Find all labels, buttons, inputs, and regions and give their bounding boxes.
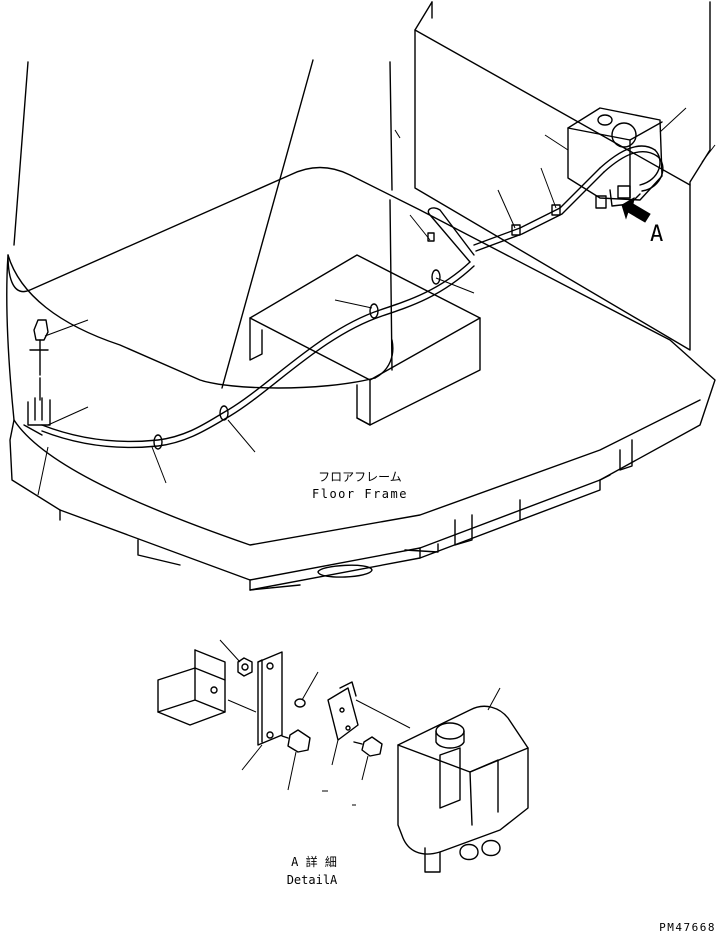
floor-frame-label-jp: フロアフレーム bbox=[318, 470, 402, 484]
floor-frame-label-en: Floor Frame bbox=[312, 487, 408, 501]
arrow-a-label: A bbox=[650, 222, 663, 247]
drawing-number: PM47668 bbox=[659, 921, 716, 934]
washer-tank bbox=[567, 107, 663, 209]
detail-mount-plate bbox=[327, 681, 411, 766]
washer-nozzle bbox=[29, 319, 49, 376]
view-arrow-a bbox=[621, 197, 651, 223]
detail-marks bbox=[322, 790, 356, 806]
washer-hose bbox=[41, 145, 664, 449]
leader-lines-upper bbox=[37, 107, 716, 496]
detail-bracket bbox=[157, 649, 257, 726]
floor-frame bbox=[6, 166, 716, 591]
hose-bracket bbox=[23, 377, 51, 436]
hose-clamps bbox=[153, 204, 561, 450]
detail-tank bbox=[397, 687, 529, 873]
detail-a-label-en: DetailA bbox=[287, 873, 338, 887]
cab-rear-wall bbox=[414, 1, 711, 351]
floor-box bbox=[249, 254, 481, 426]
detail-washer-bolts bbox=[281, 671, 383, 791]
detail-nut bbox=[219, 639, 253, 677]
detail-a-label-jp: A 詳 細 bbox=[291, 854, 337, 869]
detail-plate bbox=[241, 651, 283, 771]
